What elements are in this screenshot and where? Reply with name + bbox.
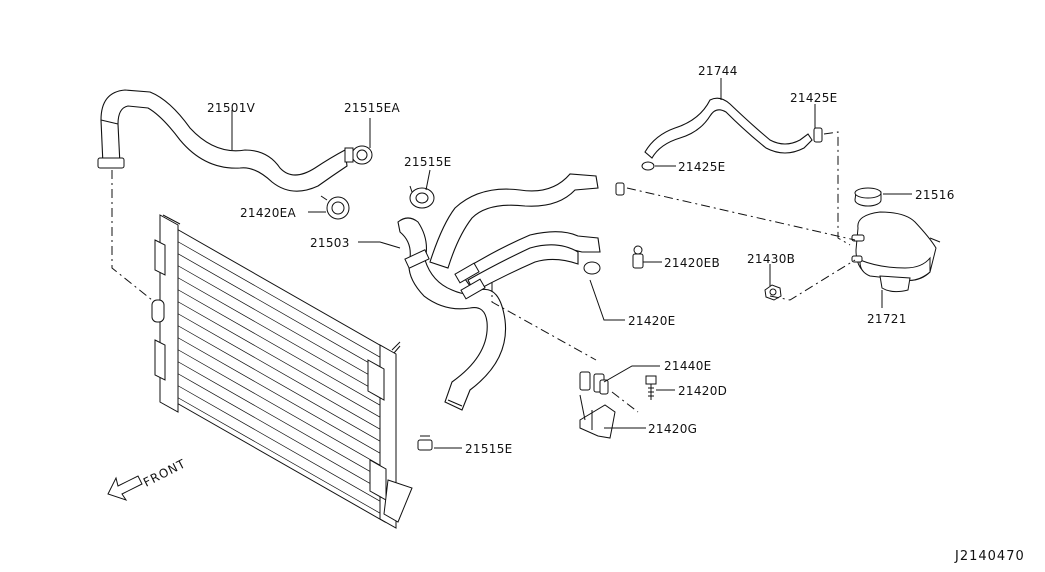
hose-clip-icon [615,182,625,196]
part-label-21430b: 21430B [747,252,795,266]
part-label-21425e-top: 21425E [790,91,838,105]
hose-clamp-21515e-bottom-icon [417,435,433,451]
reservoir-tank-icon [851,211,941,293]
bolt-icon [645,375,657,400]
hose-clamp-21420e-icon [583,261,601,275]
part-label-21744: 21744 [698,64,738,78]
diagram-code: J2140470 [954,549,1025,564]
part-label-21425e-mid: 21425E [678,160,726,174]
nut-icon [764,284,782,301]
part-label-21420ea: 21420EA [240,206,297,220]
upper-radiator-hose-icon [100,89,348,192]
part-label-21440e: 21440E [664,359,712,373]
reservoir-hose-icon [644,97,813,159]
part-label-21420e: 21420E [628,314,676,328]
hose-clip-21425e-top-icon [813,127,823,143]
hose-clamp-21515e-top-icon [409,185,435,209]
part-label-21515ea: 21515EA [344,101,401,115]
part-label-21721: 21721 [867,312,907,326]
part-label-21515e-bottom: 21515E [465,442,513,456]
hose-clip-21440e-icon [579,371,609,395]
part-label-21420d: 21420D [678,384,727,398]
part-label-21516: 21516 [915,188,955,202]
hose-clamp-21420ea-icon [320,195,350,220]
part-label-21501v: 21501V [207,101,256,115]
part-label-21420g: 21420G [648,422,697,436]
bracket-icon [579,394,616,439]
part-label-21515e-top: 21515E [404,155,452,169]
hose-clamp-21420eb-icon [632,245,644,269]
part-label-21503: 21503 [310,236,350,250]
radiator-icon [151,214,413,529]
front-label: FRONT [141,456,188,489]
hose-clip-21425e-mid-icon [641,161,655,171]
reservoir-cap-icon [854,187,882,207]
hose-clamp-21515ea-icon [344,145,373,165]
part-label-21420eb: 21420EB [664,256,720,270]
front-direction-arrow-icon [107,475,143,501]
